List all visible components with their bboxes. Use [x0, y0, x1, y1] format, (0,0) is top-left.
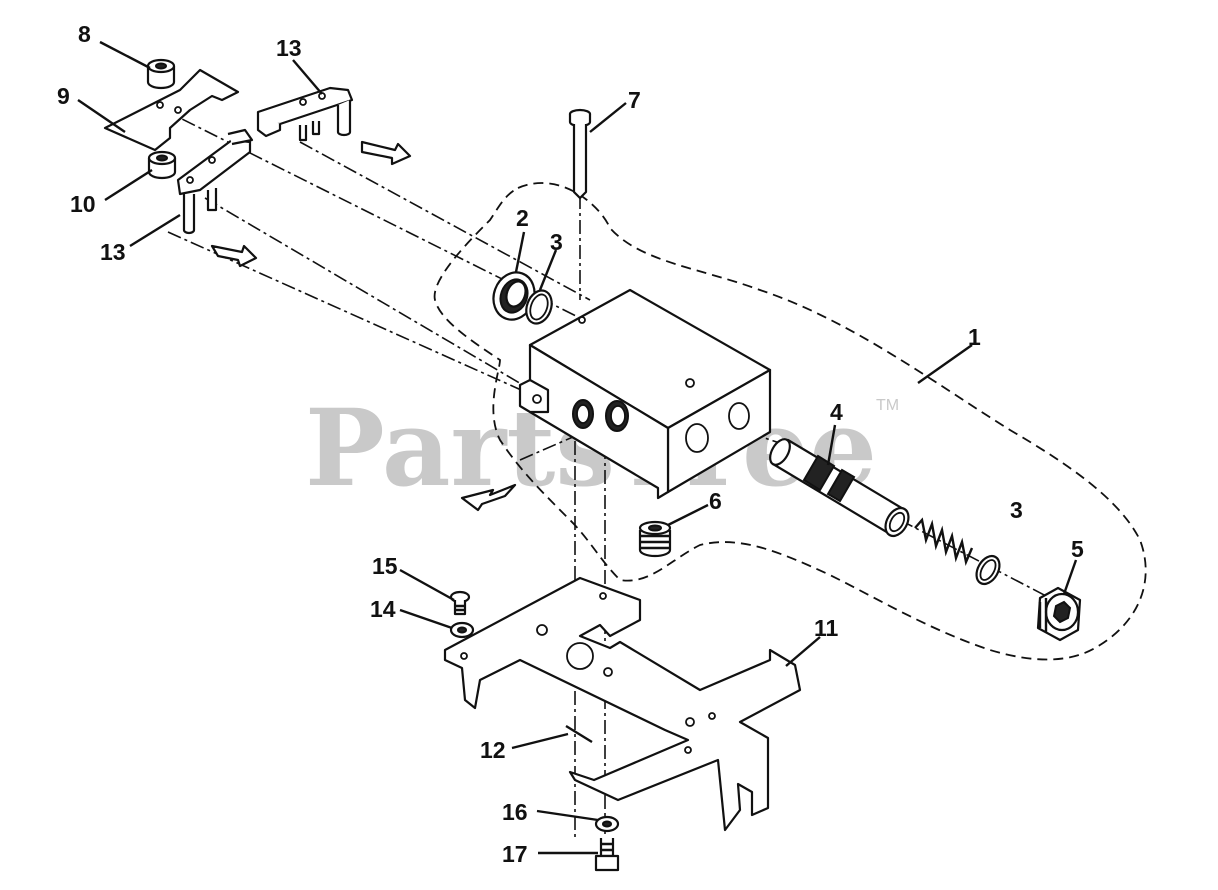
part-13-lower-arm	[176, 128, 254, 235]
callout-2: 2	[516, 205, 529, 231]
part-7-pin	[568, 108, 592, 200]
direction-arrow-center	[460, 483, 517, 512]
callout-13-upper: 13	[276, 35, 302, 61]
callout-9: 9	[57, 83, 70, 109]
part-4-spool	[769, 438, 910, 538]
trademark: TM	[876, 397, 899, 414]
direction-arrow-lower	[210, 244, 258, 268]
part-3-o-ring-lower	[975, 554, 1001, 586]
part-10-spacer	[147, 150, 177, 180]
callout-3-lower: 3	[1010, 497, 1023, 523]
callout-6: 6	[709, 488, 722, 514]
callout-1: 1	[968, 324, 981, 350]
part-5-plug	[1036, 586, 1082, 642]
direction-arrow-upper	[360, 140, 412, 166]
part-3-o-ring-upper	[525, 289, 553, 325]
part-2-ring	[492, 271, 536, 321]
leader-lines	[77, 40, 1078, 855]
callout-14: 14	[370, 596, 396, 622]
part-1-valve-block	[518, 288, 772, 500]
callout-15: 15	[372, 553, 398, 579]
callout-3-upper: 3	[550, 229, 563, 255]
spring	[914, 517, 974, 567]
callout-labels: 1 2 3 3 4 5 6 7 8 9 10 11 12 13 13 14 15…	[57, 21, 1084, 867]
assembly-boundary	[433, 182, 1147, 661]
callout-12: 12	[480, 737, 506, 763]
part-16-washer	[594, 815, 620, 833]
callout-8: 8	[78, 21, 91, 47]
callout-4: 4	[830, 399, 843, 425]
part-11-bracket	[443, 576, 802, 832]
callout-17: 17	[502, 841, 528, 867]
callout-16: 16	[502, 799, 528, 825]
callout-11: 11	[814, 615, 839, 641]
callout-5: 5	[1071, 536, 1084, 562]
part-8-spacer	[146, 58, 176, 90]
part-9-plate	[103, 68, 240, 152]
callout-13-lower: 13	[100, 239, 126, 265]
callout-7: 7	[628, 87, 641, 113]
part-12-pin	[565, 724, 593, 744]
part-6-plug	[638, 520, 672, 558]
part-17-bolt	[594, 838, 620, 872]
callout-10: 10	[70, 191, 96, 217]
part-14-washer	[449, 621, 475, 639]
part-15-screw	[449, 590, 471, 616]
part-13-upper-arm	[256, 86, 354, 142]
